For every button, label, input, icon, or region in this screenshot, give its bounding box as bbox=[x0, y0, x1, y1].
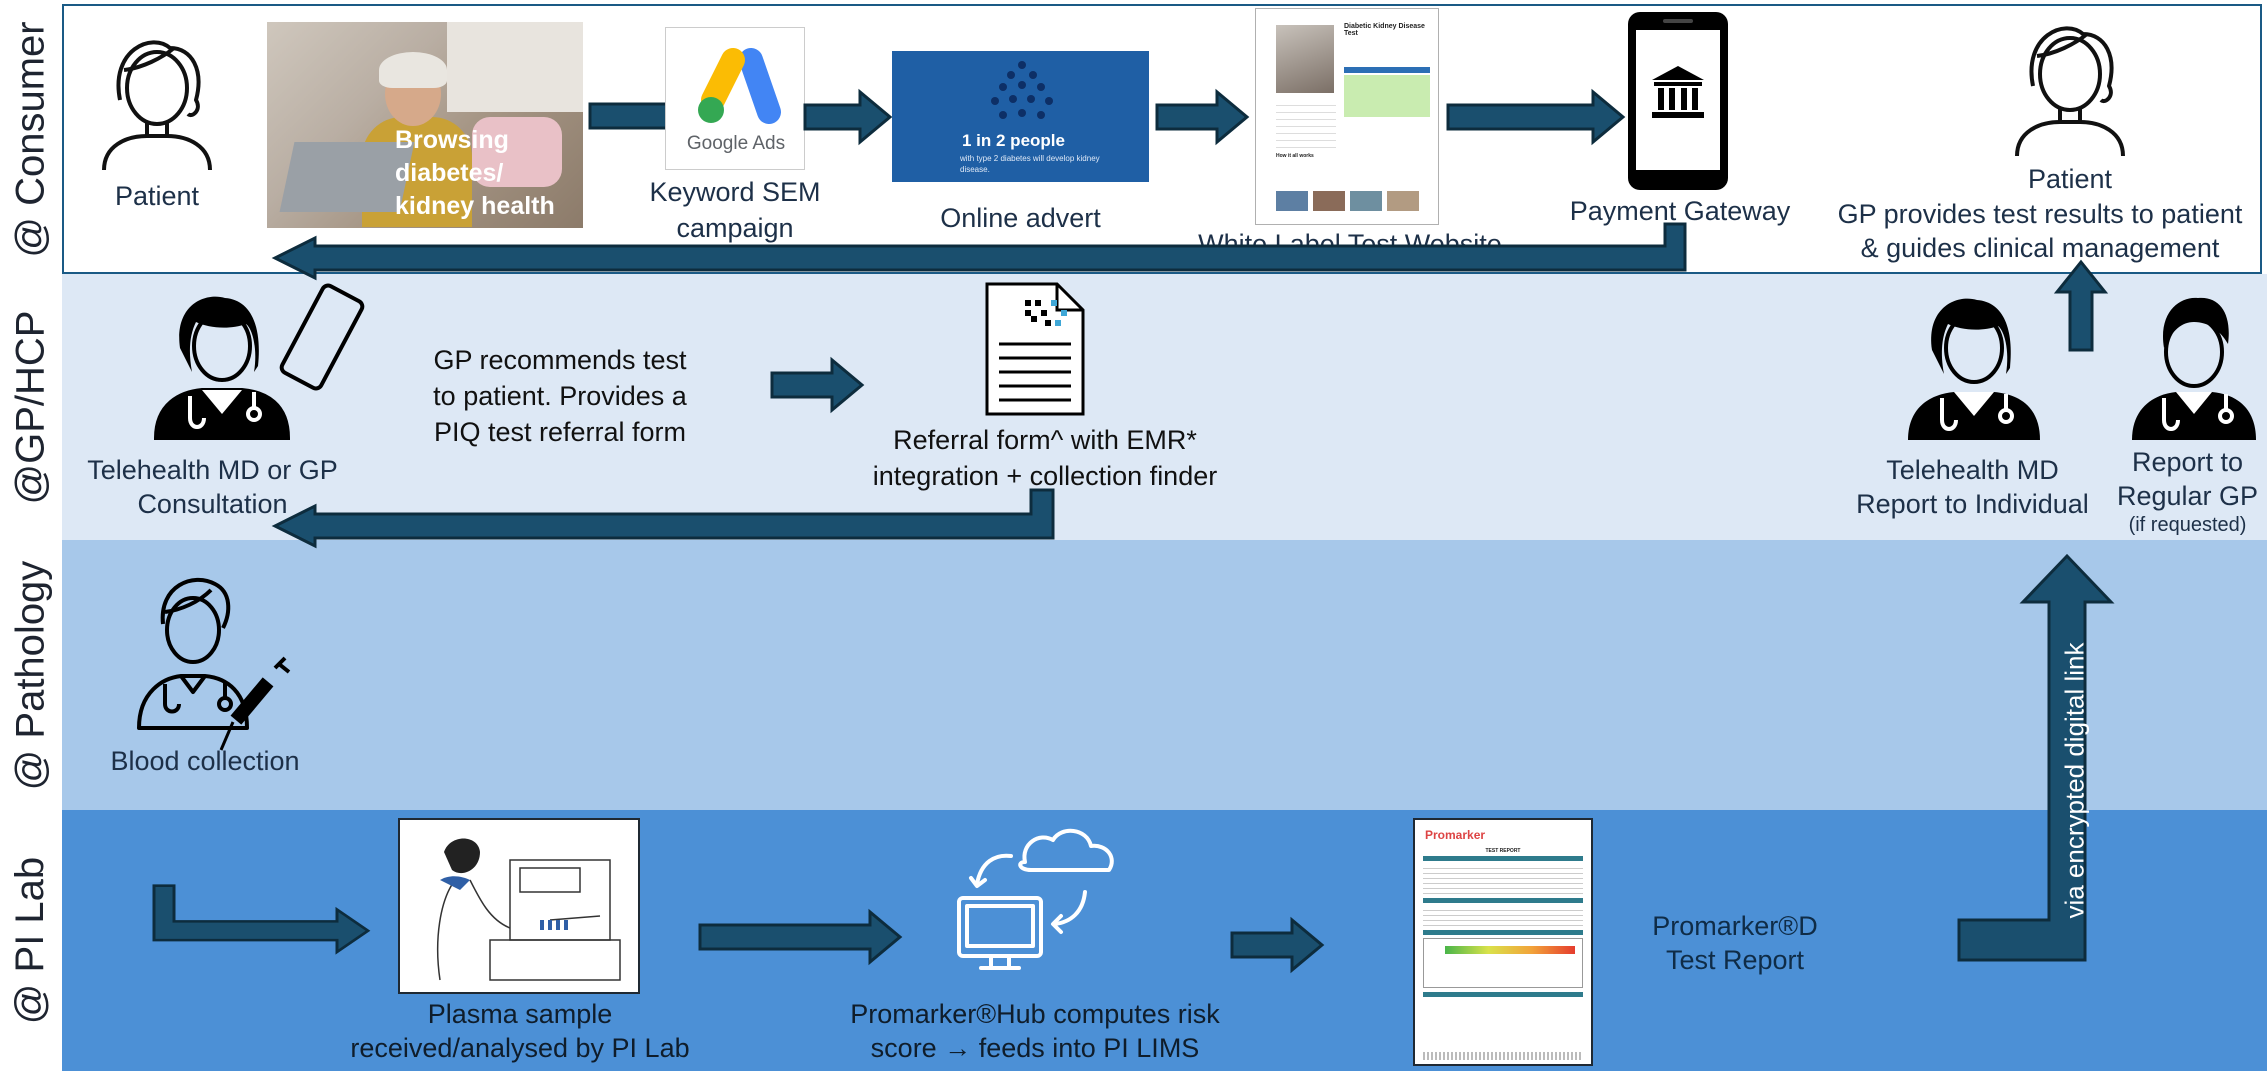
advert-small-text: with type 2 diabetes will develop kidney… bbox=[960, 154, 1100, 174]
google-ads-text: Google Ads bbox=[686, 133, 786, 154]
arrow-encrypted-link bbox=[1957, 553, 2115, 962]
website-lines bbox=[1276, 99, 1336, 149]
patient-label: Patient bbox=[114, 181, 200, 211]
report-line-1: Promarker®D bbox=[1652, 911, 1818, 941]
arrow-advert-to-website bbox=[1155, 88, 1250, 146]
bank-icon bbox=[1652, 66, 1704, 118]
cloud-computer-icon bbox=[957, 829, 1114, 970]
encrypted-label: via encrypted digital link bbox=[2059, 641, 2090, 919]
lane-label-gp: @GP/HCP bbox=[8, 310, 53, 504]
website-thumb-3 bbox=[1350, 191, 1382, 211]
report-rows-1 bbox=[1423, 864, 1583, 894]
phone-screen bbox=[1636, 30, 1720, 170]
arrow-referral-to-pathology bbox=[271, 488, 1055, 549]
arrow-recommend-to-referral bbox=[770, 356, 865, 414]
website-thumb-2 bbox=[1313, 191, 1345, 211]
report-bar-3 bbox=[1423, 930, 1583, 935]
arrow-website-to-payment bbox=[1446, 88, 1626, 146]
report-bar-1 bbox=[1423, 856, 1583, 861]
lab-scientist-illustration bbox=[436, 838, 621, 981]
arrow-payment-to-gp bbox=[271, 222, 1687, 281]
browsing-photo: Browsing diabetes/ kidney health bbox=[267, 22, 583, 228]
advert-big-text: 1 in 2 people bbox=[962, 131, 1065, 150]
referral-document-icon bbox=[985, 282, 1085, 416]
blood-label: Blood collection bbox=[110, 746, 300, 776]
online-advert: 1 in 2 people with type 2 diabetes will … bbox=[892, 51, 1149, 182]
google-ads-icon bbox=[698, 48, 781, 124]
phlebotomist-icon bbox=[137, 577, 291, 751]
report-bar-2 bbox=[1423, 898, 1583, 903]
regular-gp-icon bbox=[2132, 297, 2256, 440]
encrypted-label-wrap: via encrypted digital link bbox=[2030, 620, 2120, 940]
browsing-text: Browsing diabetes/ kidney health bbox=[395, 126, 555, 220]
website-mockup: Diabetic Kidney Disease Test How it all … bbox=[1255, 8, 1439, 225]
lane-label-lab: @ PI Lab bbox=[8, 856, 53, 1025]
sem-label: Keyword SEM campaign bbox=[649, 177, 821, 243]
gp-lane bbox=[62, 274, 2267, 540]
telehealth-doctor-icon bbox=[1908, 298, 2040, 440]
crowd-graphic bbox=[991, 61, 1053, 119]
arrow-pathology-to-lab bbox=[152, 884, 371, 955]
website-green-box bbox=[1344, 75, 1430, 117]
arrow-hub-to-report bbox=[1230, 916, 1325, 974]
recommend-line-2: to patient. Provides a bbox=[433, 381, 687, 411]
arrow-plasma-to-hub bbox=[698, 908, 903, 966]
consult-line-1: Telehealth MD or GP bbox=[87, 455, 338, 485]
pathology-lane bbox=[62, 540, 2267, 810]
patient-results-icon bbox=[2015, 26, 2125, 157]
sem-label-line: Keyword SEM campaign bbox=[630, 174, 840, 246]
window-light bbox=[447, 22, 583, 112]
website-thumb-4 bbox=[1387, 191, 1419, 211]
report-risk-gradient bbox=[1445, 946, 1575, 954]
lane-label-pathology: @ Pathology bbox=[8, 560, 53, 790]
report-footer bbox=[1423, 1052, 1583, 1060]
hub-line-2: score → feeds into PI LIMS bbox=[870, 1033, 1200, 1063]
plasma-line-2: received/analysed by PI Lab bbox=[350, 1033, 690, 1063]
referral-line-2: integration + collection finder bbox=[872, 461, 1218, 491]
lane-label-consumer: @ Consumer bbox=[8, 20, 53, 258]
regular-line-1: Report to bbox=[2131, 447, 2244, 477]
website-thumb-1 bbox=[1276, 191, 1308, 211]
consult-line-2: Consultation bbox=[137, 489, 288, 519]
report-box bbox=[1423, 938, 1583, 988]
recommend-line-1: GP recommends test bbox=[433, 345, 687, 375]
google-ads-card: Google Ads bbox=[665, 27, 805, 170]
website-heading: Diabetic Kidney Disease Test bbox=[1344, 23, 1425, 37]
report-rows-2 bbox=[1423, 906, 1583, 926]
test-report-document: Promarker TEST REPORT bbox=[1413, 818, 1593, 1066]
phone-icon bbox=[1628, 12, 1728, 190]
phone-speaker bbox=[1663, 19, 1693, 23]
plasma-line-1: Plasma sample bbox=[427, 999, 613, 1029]
regular-line-3: (if requested) bbox=[2128, 514, 2247, 536]
arrow-up-to-patient bbox=[2053, 259, 2109, 352]
results-line-2: & guides clinical management bbox=[1860, 233, 2220, 263]
patient-results-label: Patient bbox=[2027, 164, 2113, 194]
website-subheading: How it all works bbox=[1276, 153, 1314, 159]
arrow-browse-to-sem bbox=[588, 102, 672, 130]
report-bar-4 bbox=[1423, 992, 1583, 997]
results-line-1: GP provides test results to patient bbox=[1837, 199, 2243, 229]
hub-line-1: Promarker®Hub computes risk bbox=[850, 999, 1220, 1029]
report-title: TEST REPORT bbox=[1485, 848, 1521, 854]
person-hair bbox=[379, 52, 447, 88]
advert-label: Online advert bbox=[940, 203, 1101, 233]
recommend-line-3: PIQ test referral form bbox=[433, 417, 687, 447]
website-blue-bar bbox=[1344, 67, 1430, 73]
report-logo: Promarker bbox=[1425, 828, 1486, 842]
plasma-image bbox=[398, 818, 640, 994]
referral-line-1: Referral form^ with EMR* bbox=[893, 425, 1197, 455]
report-line-2: Test Report bbox=[1665, 945, 1805, 975]
regular-line-2: Regular GP bbox=[2116, 481, 2259, 511]
patient-icon bbox=[102, 40, 212, 171]
pillow bbox=[472, 117, 562, 187]
doctor-tablet-icon bbox=[153, 283, 365, 440]
telehealth-line-1: Telehealth MD bbox=[1886, 455, 2059, 485]
website-photo bbox=[1276, 25, 1334, 93]
arrow-sem-to-advert bbox=[803, 88, 893, 146]
telehealth-line-2: Report to Individual bbox=[1856, 489, 2089, 519]
payment-label: Payment Gateway bbox=[1569, 196, 1791, 226]
